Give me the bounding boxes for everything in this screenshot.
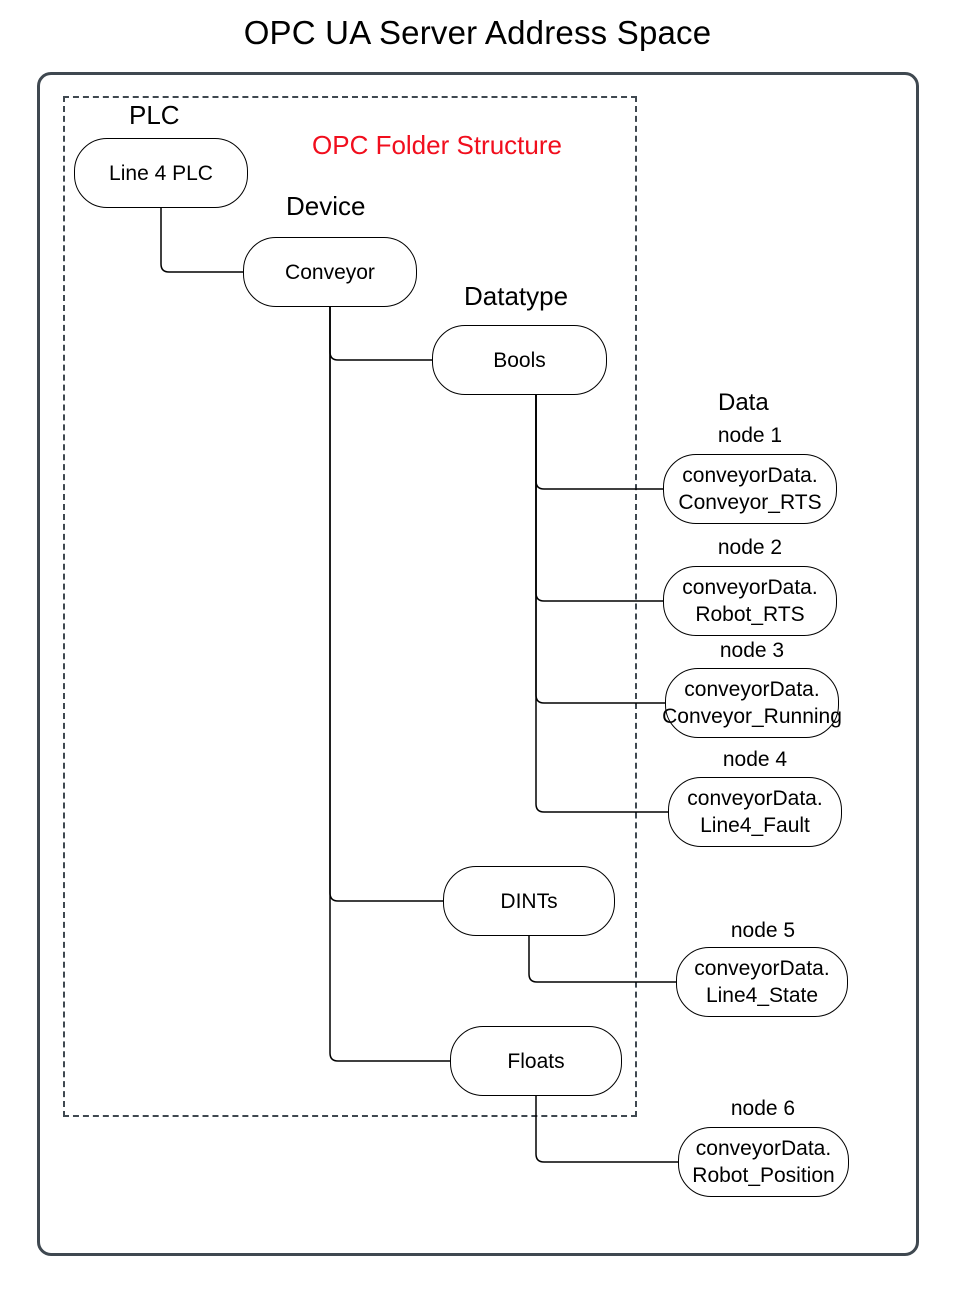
folder-node-bools: Bools xyxy=(432,325,607,395)
data-node-3-line1: conveyorData. xyxy=(684,678,820,701)
folder-node-line4-plc: Line 4 PLC xyxy=(74,138,248,208)
data-node-6-title: node 6 xyxy=(730,1097,796,1120)
folder-node-conveyor: Conveyor xyxy=(243,237,417,307)
folder-node-line4-plc-label: Line 4 PLC xyxy=(109,161,213,185)
level-label-datatype: Datatype xyxy=(464,281,569,311)
connector-bools-to-node4 xyxy=(535,394,669,813)
data-node-3-title: node 3 xyxy=(719,639,785,662)
folder-node-dints: DINTs xyxy=(443,866,615,936)
folder-node-conveyor-label: Conveyor xyxy=(285,260,375,284)
data-node-4-bubble: conveyorData. Line4_Fault xyxy=(668,777,842,847)
connector-conveyor-to-floats xyxy=(329,306,451,1062)
connector-bools-to-node1 xyxy=(535,394,664,490)
data-node-1-line2: Conveyor_RTS xyxy=(678,491,822,514)
opc-folder-structure-boundary xyxy=(63,96,637,1117)
data-node-3-bubble: conveyorData. Conveyor_Running xyxy=(662,668,842,738)
data-node-5-line2: Line4_State xyxy=(705,984,819,1007)
address-space-boundary xyxy=(37,72,919,1256)
data-node-1-bubble: conveyorData. Conveyor_RTS xyxy=(663,454,837,524)
data-node-6-line1: conveyorData. xyxy=(695,1137,832,1160)
data-node-2-line1: conveyorData. xyxy=(682,576,818,599)
data-node-5-bubble: conveyorData. Line4_State xyxy=(676,947,848,1017)
page-title: OPC UA Server Address Space xyxy=(243,14,712,51)
connector-dints-to-node5 xyxy=(528,935,677,983)
level-label-plc: PLC xyxy=(129,100,180,130)
connector-bools-to-node3 xyxy=(535,394,666,704)
level-label-data: Data xyxy=(718,389,769,416)
data-node-6-bubble: conveyorData. Robot_Position xyxy=(678,1127,849,1197)
data-node-2-bubble: conveyorData. Robot_RTS xyxy=(663,566,837,636)
level-label-device: Device xyxy=(286,191,366,221)
connector-floats-to-node6 xyxy=(535,1095,679,1163)
folder-node-bools-label: Bools xyxy=(493,348,546,372)
data-node-5-line1: conveyorData. xyxy=(694,957,830,980)
data-node-2-line2: Robot_RTS xyxy=(695,603,805,626)
connector-bools-to-node2 xyxy=(535,394,664,602)
data-node-4-title: node 4 xyxy=(722,748,788,771)
data-node-4-line2: Line4_Fault xyxy=(700,814,810,837)
folder-node-floats-label: Floats xyxy=(507,1049,565,1073)
data-node-6-line2: Robot_Position xyxy=(692,1164,835,1187)
connector-plc-to-conveyor xyxy=(160,207,244,273)
opc-folder-structure-label: OPC Folder Structure xyxy=(312,130,562,160)
data-node-3-line2: Conveyor_Running xyxy=(662,705,842,728)
folder-node-dints-label: DINTs xyxy=(500,889,558,913)
connector-conveyor-to-dints xyxy=(329,306,444,902)
folder-node-floats: Floats xyxy=(450,1026,622,1096)
data-node-1-line1: conveyorData. xyxy=(682,464,818,487)
data-node-4-line1: conveyorData. xyxy=(687,787,823,810)
data-node-1-title: node 1 xyxy=(717,424,783,447)
connector-conveyor-to-bools xyxy=(329,306,433,361)
data-node-5-title: node 5 xyxy=(730,919,796,942)
data-node-2-title: node 2 xyxy=(717,536,783,559)
